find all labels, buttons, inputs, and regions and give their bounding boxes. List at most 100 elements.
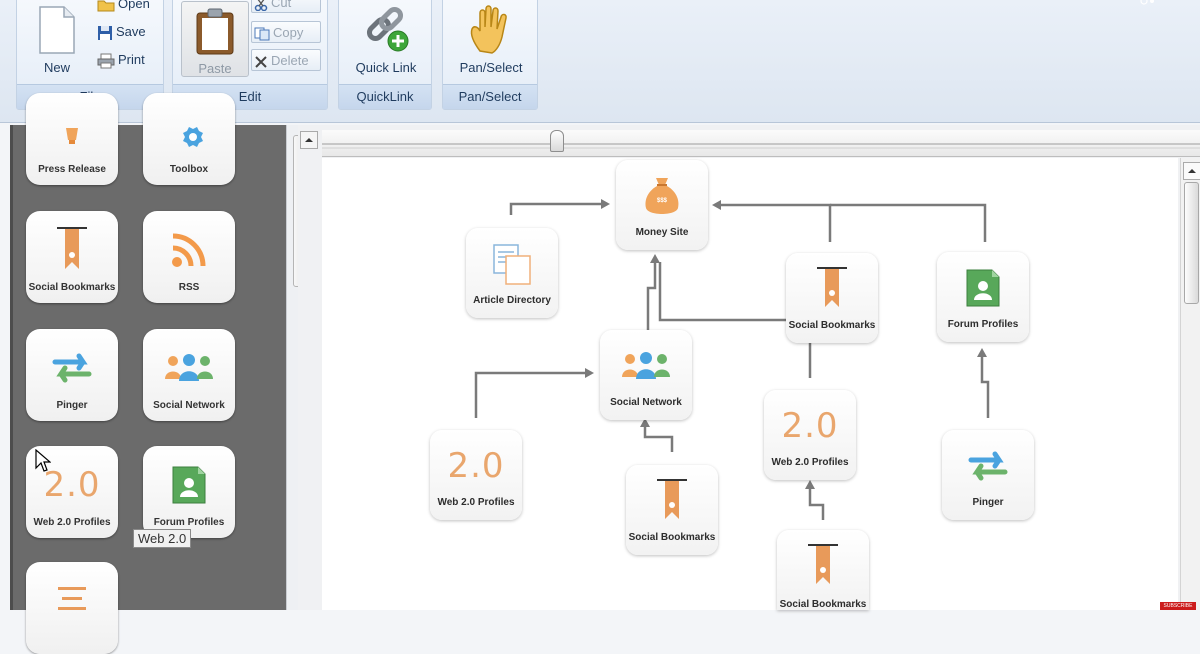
node-palette[interactable]: Press Release Toolbox Social Bookmarks R…: [10, 93, 290, 654]
floppy-disk-icon: [98, 25, 112, 40]
web20-icon: 2.0: [43, 465, 101, 505]
palette-item-press-release[interactable]: Press Release: [26, 93, 118, 185]
node-web20-profiles-1[interactable]: 2.0 Web 2.0 Profiles: [430, 430, 522, 520]
copy-icon: [254, 27, 270, 41]
bookmark-icon: [57, 227, 87, 269]
node-social-bookmarks-3[interactable]: Social Bookmarks: [777, 530, 869, 610]
print-button[interactable]: Print: [97, 49, 145, 71]
node-label: Social Network: [610, 397, 682, 408]
article-icon: [493, 244, 531, 285]
paste-button[interactable]: Paste: [181, 1, 249, 77]
save-label: Save: [116, 24, 146, 39]
new-button[interactable]: New: [35, 5, 79, 75]
node-social-bookmarks-2[interactable]: Social Bookmarks: [626, 465, 718, 555]
ruler-track: [322, 143, 1200, 149]
delete-label: Delete: [271, 53, 309, 68]
quicklink-group: Quick Link QuickLink: [338, 0, 432, 110]
palette-item-label: Web 2.0 Profiles: [33, 517, 111, 528]
canvas-scrollbar-thumb[interactable]: [1184, 182, 1199, 304]
node-pinger[interactable]: Pinger: [942, 430, 1034, 520]
node-label: Pinger: [972, 497, 1004, 508]
canvas-scrollbar[interactable]: [1180, 158, 1200, 610]
hand-icon: [470, 5, 507, 54]
copy-button[interactable]: Copy: [251, 21, 321, 43]
panselect-group: Pan/Select Pan/Select: [442, 0, 538, 110]
node-social-network[interactable]: Social Network: [600, 330, 692, 420]
node-label: Social Bookmarks: [788, 320, 876, 331]
node-forum-profiles[interactable]: Forum Profiles: [937, 252, 1029, 342]
palette-item-label: Social Network: [153, 400, 225, 411]
scroll-up-button[interactable]: [300, 131, 318, 149]
palette-item-forum-profiles[interactable]: Forum Profiles: [143, 446, 235, 538]
scissors-icon: [254, 0, 268, 11]
node-web20-profiles-2[interactable]: 2.0 Web 2.0 Profiles: [764, 390, 856, 480]
ruler-slider-handle[interactable]: [550, 130, 564, 152]
node-label: Social Bookmarks: [779, 599, 867, 610]
print-label: Print: [118, 52, 145, 67]
node-money-site[interactable]: $$$ Money Site: [616, 160, 708, 250]
node-label: Article Directory: [473, 295, 551, 306]
quick-link-button[interactable]: Quick Link: [347, 3, 425, 75]
palette-item-toolbox[interactable]: Toolbox: [143, 93, 235, 185]
open-button[interactable]: Open: [97, 0, 150, 15]
palette-item-label: Social Bookmarks: [28, 282, 116, 293]
list-icon: [58, 587, 86, 610]
chain-link-icon: [366, 6, 409, 52]
bookmark-icon: [817, 267, 847, 307]
canvas-scroll-up-button[interactable]: [1183, 162, 1200, 180]
bookmark-icon: [808, 544, 838, 584]
palette-item-label: Toolbox: [169, 164, 209, 175]
delete-button[interactable]: Delete: [251, 49, 321, 71]
node-label: Money Site: [635, 227, 689, 238]
info-icon: [1140, 0, 1154, 5]
arrow-up-icon: [1188, 169, 1196, 173]
panselect-group-label: Pan/Select: [443, 84, 537, 109]
palette-item-partial[interactable]: [26, 562, 118, 654]
subscribe-badge[interactable]: SUBSCRIBE: [1160, 602, 1196, 610]
palette-item-label: Forum Profiles: [153, 517, 225, 528]
money-bag-icon: [645, 178, 679, 214]
cut-button[interactable]: Cut: [251, 0, 321, 13]
palette-item-pinger[interactable]: Pinger: [26, 329, 118, 421]
people-icon: [622, 352, 670, 379]
mouse-cursor-icon: [35, 449, 51, 472]
arrow-up-icon: [305, 138, 313, 142]
palette-item-social-network[interactable]: Social Network: [143, 329, 235, 421]
forum-icon: [172, 466, 206, 504]
edit-group: Paste Cut Copy Delete Edit: [172, 0, 328, 110]
open-label: Open: [118, 0, 150, 11]
paste-label: Paste: [198, 61, 232, 76]
pinger-icon: [52, 353, 92, 383]
new-label: New: [43, 60, 70, 75]
press-release-icon: [66, 128, 78, 144]
pinger-icon: [968, 451, 1008, 481]
pan-select-button[interactable]: Pan/Select: [451, 3, 531, 75]
horizontal-ruler[interactable]: [322, 130, 1200, 157]
quicklink-group-label: QuickLink: [339, 84, 431, 109]
save-button[interactable]: Save: [97, 21, 146, 43]
gear-icon: [183, 127, 203, 147]
people-icon: [165, 354, 213, 381]
node-label: Social Bookmarks: [628, 532, 716, 543]
printer-icon: [97, 53, 115, 69]
node-label: Web 2.0 Profiles: [771, 457, 849, 468]
web20-icon: 2.0: [447, 446, 505, 486]
pan-select-label: Pan/Select: [459, 60, 523, 75]
forum-icon: [966, 269, 1000, 307]
quick-link-label: Quick Link: [355, 60, 417, 75]
palette-item-label: RSS: [178, 282, 200, 293]
folder-open-icon: [97, 0, 115, 12]
palette-item-label: Pinger: [56, 400, 88, 411]
diagram-canvas[interactable]: [322, 158, 1178, 610]
web20-icon: 2.0: [781, 406, 839, 446]
new-document-icon: [39, 6, 75, 54]
palette-item-social-bookmarks[interactable]: Social Bookmarks: [26, 211, 118, 303]
clipboard-icon: [196, 8, 234, 55]
palette-item-rss[interactable]: RSS: [143, 211, 235, 303]
money-badge: $$$: [656, 198, 667, 204]
node-label: Web 2.0 Profiles: [437, 497, 515, 508]
tooltip: Web 2.0: [133, 529, 192, 548]
file-group: New Open Save Print File: [16, 0, 164, 110]
node-social-bookmarks-1[interactable]: Social Bookmarks: [786, 253, 878, 343]
node-article-directory[interactable]: Article Directory: [466, 228, 558, 318]
